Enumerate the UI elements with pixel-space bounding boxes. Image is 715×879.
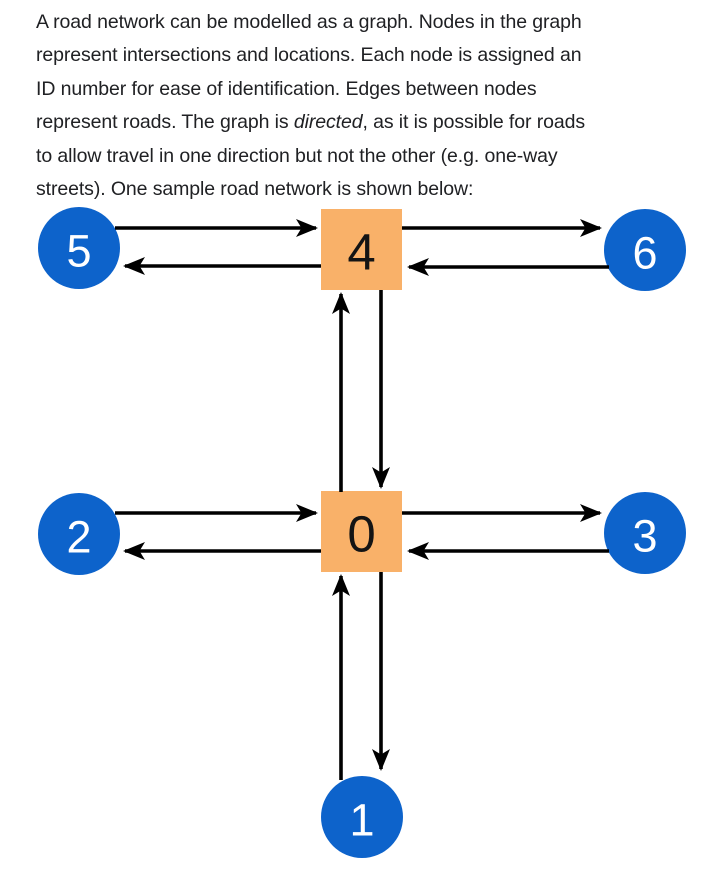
node-6-label: 6 <box>632 228 657 279</box>
paragraph-text: represent roads. The graph is <box>36 111 294 134</box>
node-3: 3 <box>604 492 686 574</box>
node-0-square <box>321 491 402 572</box>
paragraph-line: A road network can be modelled as a grap… <box>36 6 696 39</box>
node-3-label: 3 <box>632 511 657 562</box>
paragraph-text: , as it is possible for roads <box>362 111 585 134</box>
paragraph-line: to allow travel in one direction but not… <box>36 140 696 173</box>
node-2: 2 <box>38 493 120 575</box>
node-5-label: 5 <box>66 226 91 277</box>
node-5-circle <box>38 207 120 289</box>
paragraph-line: represent intersections and locations. E… <box>36 39 696 72</box>
node-6-circle <box>604 209 686 291</box>
node-0-label: 0 <box>347 506 375 563</box>
node-6: 6 <box>604 209 686 291</box>
paragraph-text: to allow travel in one direction but not… <box>36 144 558 167</box>
node-0: 0 <box>321 491 402 572</box>
intro-paragraph: A road network can be modelled as a grap… <box>36 6 696 206</box>
paragraph-italic-word: directed <box>293 111 363 134</box>
paragraph-line: ID number for ease of identification. Ed… <box>36 73 696 106</box>
node-3-circle <box>604 492 686 574</box>
paragraph-text: A road network can be modelled as a grap… <box>36 11 582 33</box>
node-5: 5 <box>38 207 120 289</box>
node-4: 4 <box>321 209 402 290</box>
paragraph-text: ID number for ease of identification. Ed… <box>36 77 537 100</box>
node-2-circle <box>38 493 120 575</box>
paragraph-text: represent intersections and locations. E… <box>36 44 582 67</box>
edges <box>115 219 609 780</box>
paragraph-text: streets). One sample road network is sho… <box>36 178 474 201</box>
node-1-circle <box>321 776 403 858</box>
paragraph-line: streets). One sample road network is sho… <box>36 173 696 206</box>
node-2-label: 2 <box>66 512 91 563</box>
node-1-label: 1 <box>349 795 374 846</box>
node-4-square <box>321 209 402 290</box>
node-4-label: 4 <box>347 224 375 281</box>
paragraph-line: represent roads. The graph is directed, … <box>36 106 696 139</box>
node-1: 1 <box>321 776 403 858</box>
